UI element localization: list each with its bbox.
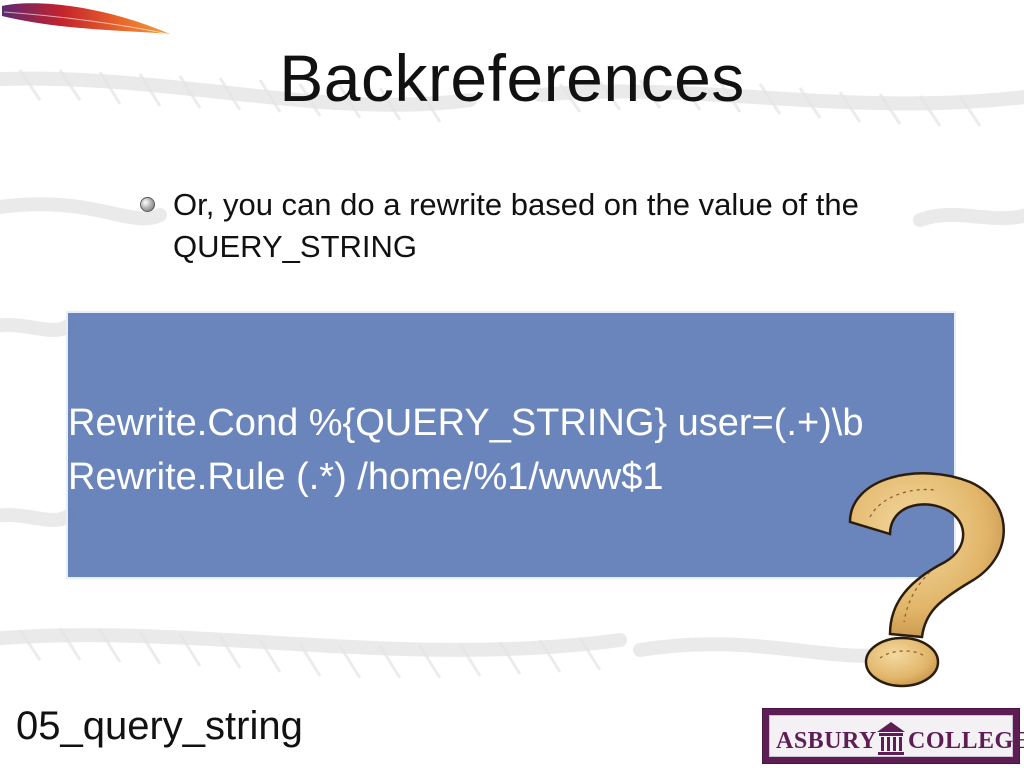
bullet-icon (140, 197, 155, 212)
code-line: Rewrite.Cond %{QUERY_STRING} user=(.+)\b (68, 402, 864, 444)
logo-word-right: COLLEGE (908, 728, 1024, 754)
feather-logo-icon (2, 3, 170, 35)
code-box: Rewrite.Cond %{QUERY_STRING} user=(.+)\b… (66, 311, 956, 579)
code-line: Rewrite.Rule (.*) /home/%1/www$1 (68, 456, 664, 498)
question-mark-icon (848, 472, 1005, 688)
page-number: 21 (500, 734, 518, 751)
bullet-text: Or, you can do a rewrite based on the va… (173, 187, 859, 264)
logo-word-left: ASBURY (776, 728, 877, 754)
college-emblem-icon (877, 722, 905, 755)
asbury-college-logo: ASBURY COLLEGE (762, 708, 1024, 764)
footer-label: 05_query_string (16, 704, 303, 748)
slide-title: Backreferences (279, 41, 745, 115)
